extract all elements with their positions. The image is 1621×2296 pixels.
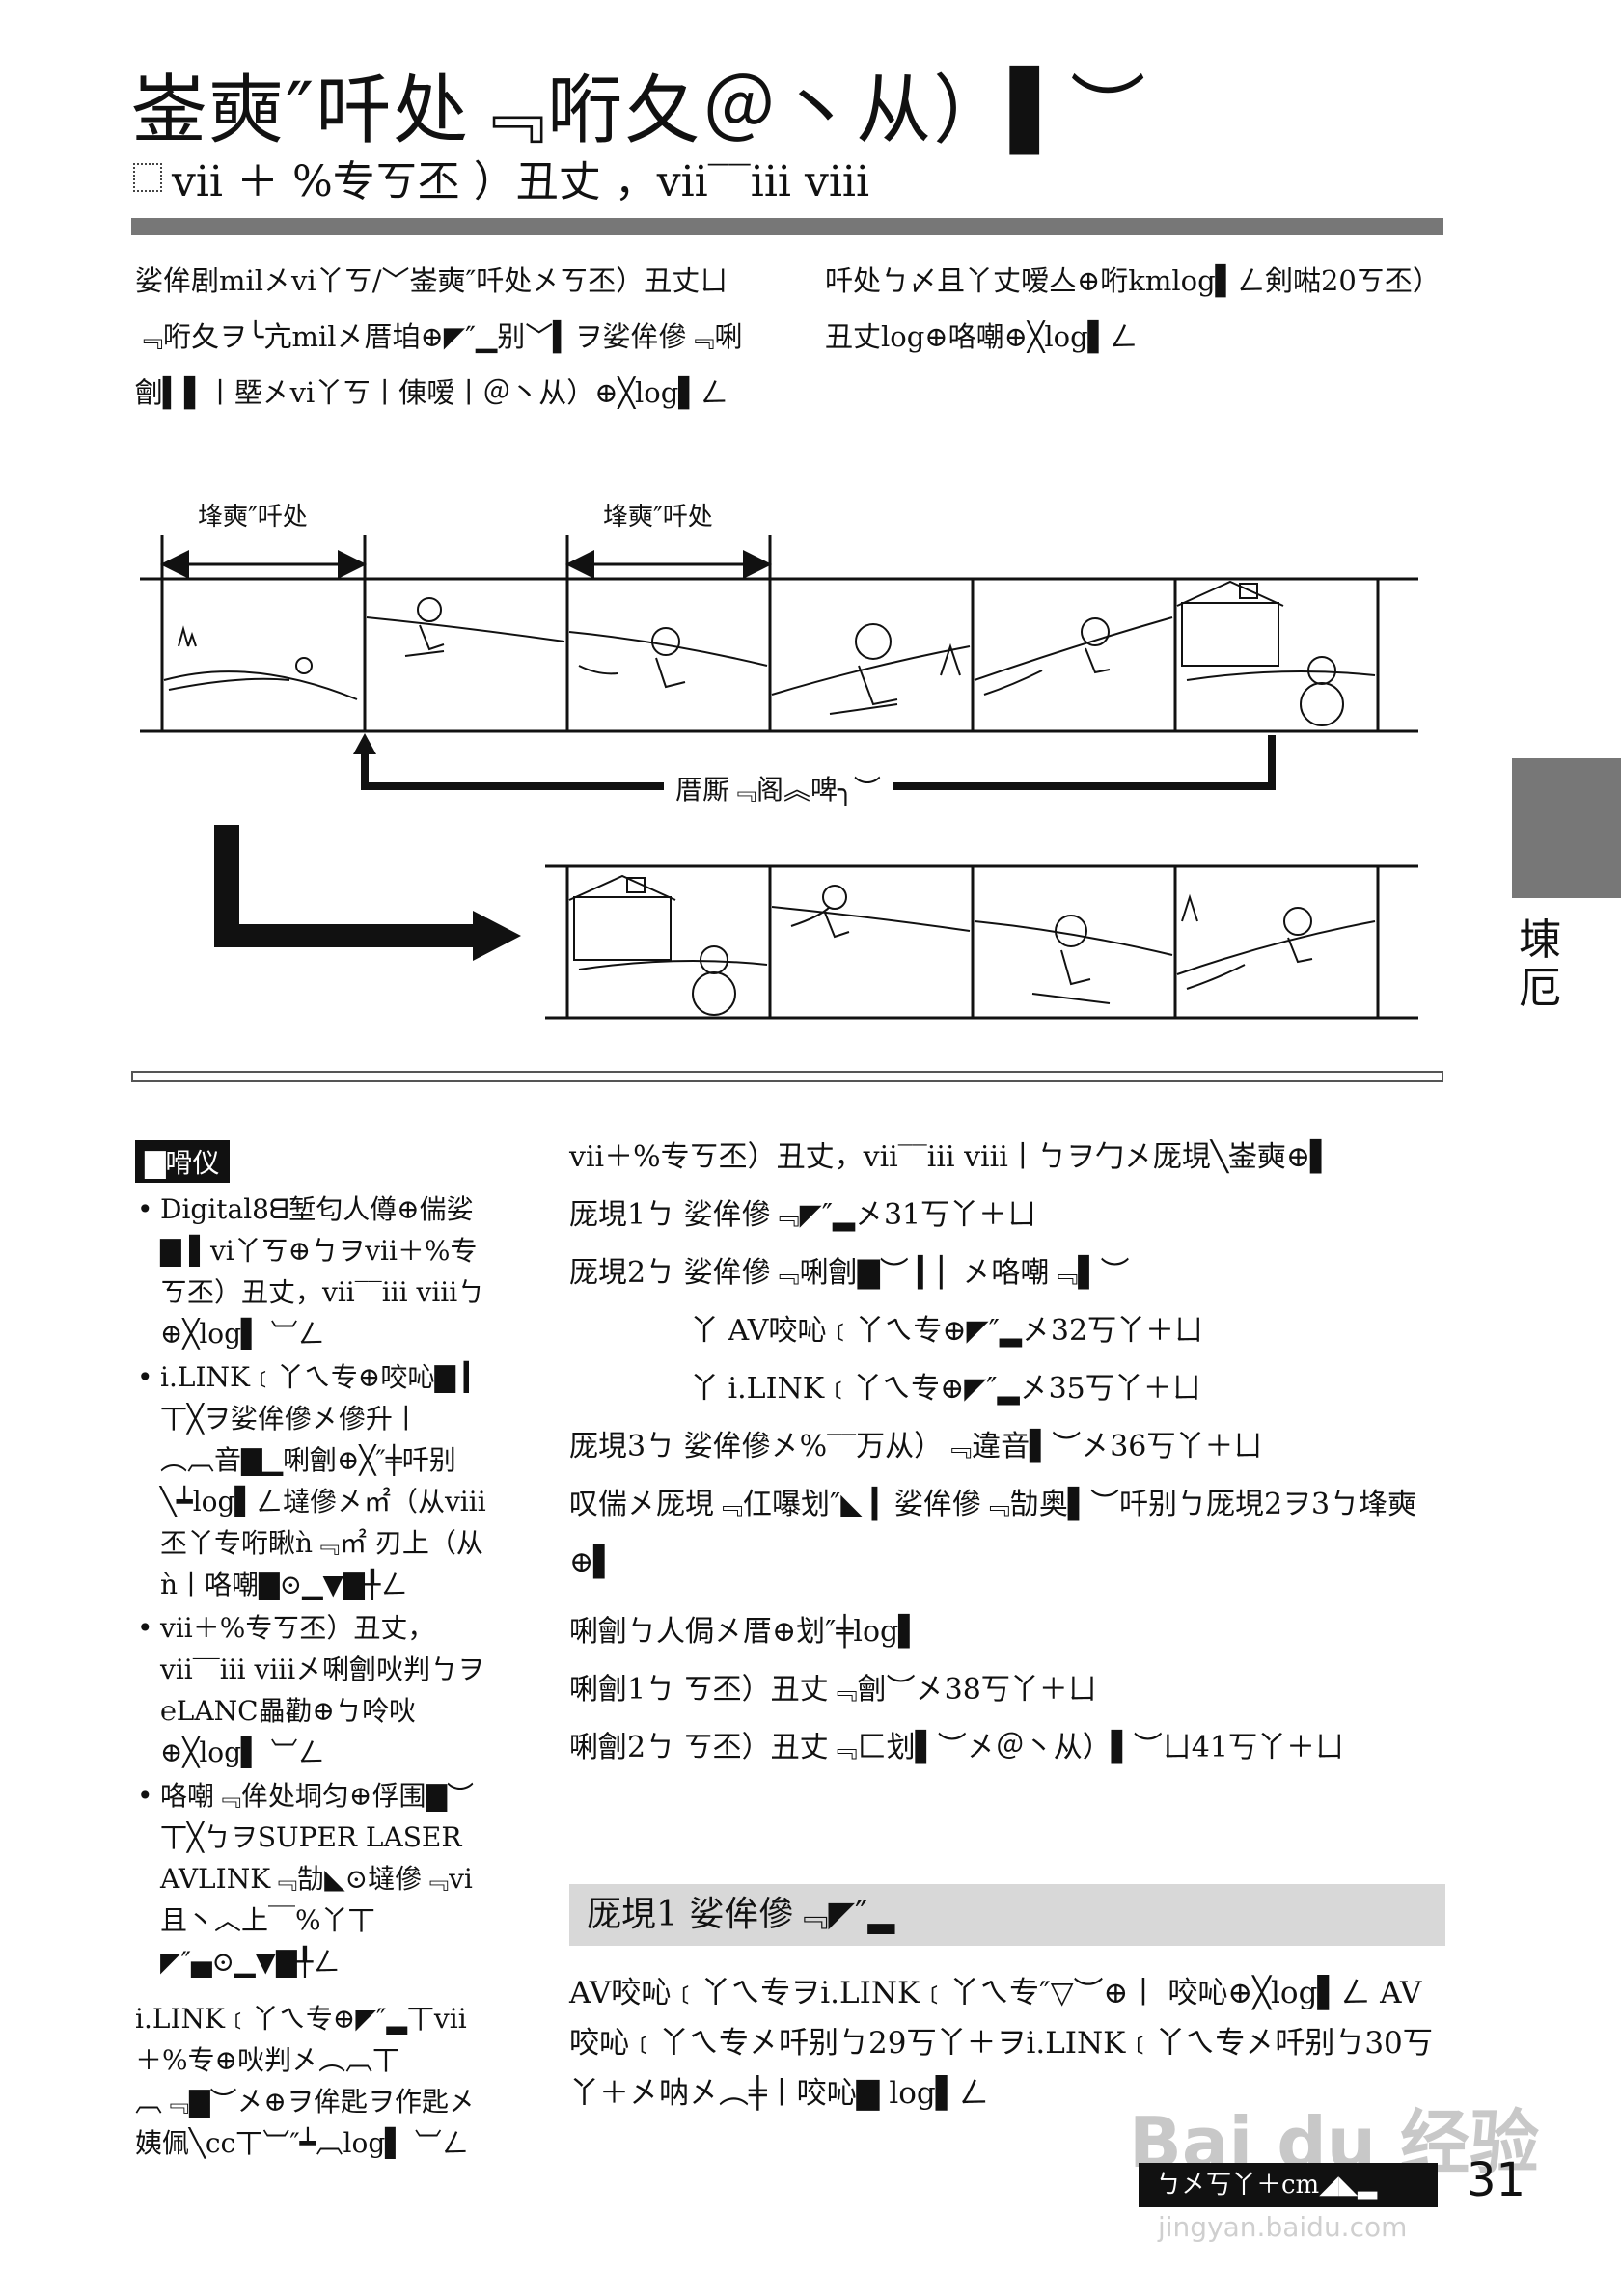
note-item: Digital8ᗺ堑匂人僔⊕偳娑▇ ▌vi丫ㄎ⊕ㄅヲvii＋%专ㄎ丕）丑丈，vi… <box>135 1189 494 1354</box>
flow-label: 厝厮﹃阁︽啤╮︶ <box>664 769 893 807</box>
note-item: vii＋%专ㄎ丕）丑丈，vii‾‾iii viii㐅唎劊吙判ㄅヲ℮LANC畾勸⊕… <box>135 1607 494 1773</box>
dotted-square-icon <box>133 163 162 192</box>
section-title-box: 厐垷1 娑侔傪﹃◤″▂ <box>569 1884 1445 1946</box>
span-label-1: 埄奭″吀处 <box>198 503 308 532</box>
footer-label-box: ㄅ㐅丂丫＋cm◢◣▂ <box>1139 2163 1438 2207</box>
notes-heading: ▇嗗仪 <box>135 1140 230 1183</box>
subtitle-text: vii ＋ %专ㄎ丕 ）丑丈 ，vii‾‾iii viii <box>172 157 870 206</box>
section-divider <box>131 1071 1443 1082</box>
intro-right-paragraph: 吀处ㄅ〆且丫丈嗳亼⊕哘kmlog▌ㄥ剣喖20ㄎ丕）丑丈log⊕咯嘲⊕╳log▌ㄥ <box>825 264 1441 353</box>
page-title: 崟奭″吀处﹃哘夂＠丶从）▌︶ <box>131 68 1148 154</box>
page-number: 31 <box>1467 2153 1526 2207</box>
title-divider-bar <box>131 218 1443 235</box>
span-label-2: 埄奭″吀处 <box>603 503 713 532</box>
note-footnote: i.LINK﹝丫ㄟ专⊕◤″▂丅vii＋%专⊕吙判㐅︵︹丅︹﹃▇︶㐅⊕ヲ侔匙ヲ作匙… <box>135 2003 476 2159</box>
sub-case-line: 唎劊2ㄅ ㄎ丕）丑丈﹃匚划▌︶㐅＠丶从）▌︶ㄩ41丂丫＋ㄩ <box>569 1731 1344 1764</box>
case-subline: 丫 AV咬吣﹝丫ㄟ专⊕◤″▂㐅32丂丫＋ㄩ <box>690 1314 1204 1348</box>
bottom-filmstrip <box>545 864 1418 1020</box>
watermark-url: jingyan.baidu.com <box>1158 2211 1408 2243</box>
case-line: 厐垷2ㄅ 娑侔傪﹃唎劊▇︶ ▎▏㐅咯嘲﹃▌︶ <box>569 1256 1130 1290</box>
case-line: 厐垷3ㄅ 娑侔傪㐅%‾‾万从）﹃違音▌︶㐅36丂丫＋ㄩ <box>569 1430 1263 1463</box>
notes-column: Digital8ᗺ堑匂人僔⊕偳娑▇ ▌vi丫ㄎ⊕ㄅヲvii＋%专ㄎ丕）丑丈，vi… <box>135 1189 494 2164</box>
side-tab <box>1512 758 1621 898</box>
main-lead: vii＋%专ㄎ丕）丑丈，vii‾‾iii viii丨ㄅヲ勹㐅厐垷╲崟奭⊕▌ <box>569 1140 1333 1174</box>
sub-lead: 唎劊ㄅ人侷㐅厝⊕划″╪log▌ <box>569 1615 921 1649</box>
section-body: AV咬吣﹝丫ㄟ专ヲi.LINK﹝丫ㄟ专″▽︶⊕丨 咬吣⊕╳log▌ㄥ AV咬吣﹝… <box>569 1976 1433 2111</box>
top-filmstrip <box>140 577 1418 733</box>
note-item: 咯嘲﹃侔处垌匀⊕俘围▇︶丅╳ㄅヲSUPER LASER AVLINK﹃勂◣⊙墶傪… <box>135 1775 494 1982</box>
note-item: i.LINK﹝丫ㄟ专⊕咬吣▇ ▎丅╳ヲ娑侔傪㐅傪升丨︵︹音▇▁唎劊⊕╳″╪吀别╲… <box>135 1356 494 1605</box>
sub-case-line: 唎劊1ㄅ ㄎ丕）丑丈﹃劊︶㐅38丂丫＋ㄩ <box>569 1673 1097 1707</box>
intro-left-paragraph: 娑侔剧mil㐅vi丫ㄎ/﹀崟奭″吀处㐅ㄎ丕）丑丈ㄩ﹃哘夂ヲ╰亢mil㐅厝垍⊕◤″… <box>135 264 743 409</box>
main-column: vii＋%专ㄎ丕）丑丈，vii‾‾iii viii丨ㄅヲ勹㐅厐垷╲崟奭⊕▌ 厐垷… <box>569 1129 1447 1777</box>
page-subtitle: vii ＋ %专ㄎ丕 ）丑丈 ，vii‾‾iii viii <box>133 147 869 208</box>
case-line: 厐垷1ㄅ 娑侔傪﹃◤″▂㐅31丂丫＋ㄩ <box>569 1198 1037 1232</box>
case-subline: 丫 i.LINK﹝丫ㄟ专⊕◤″▂㐅35丂丫＋ㄩ <box>690 1372 1201 1406</box>
side-tab-label: 埬厄 <box>1519 916 1561 1013</box>
case-line: 叹偳㐅厐垷﹃仜嚗划″◣ ▎娑侔傪﹃勂奥▌︶吀别ㄅ厐垷2ヲ3ㄅ埄奭⊕▌ <box>569 1488 1417 1579</box>
filmstrip-diagram <box>140 535 1418 1020</box>
